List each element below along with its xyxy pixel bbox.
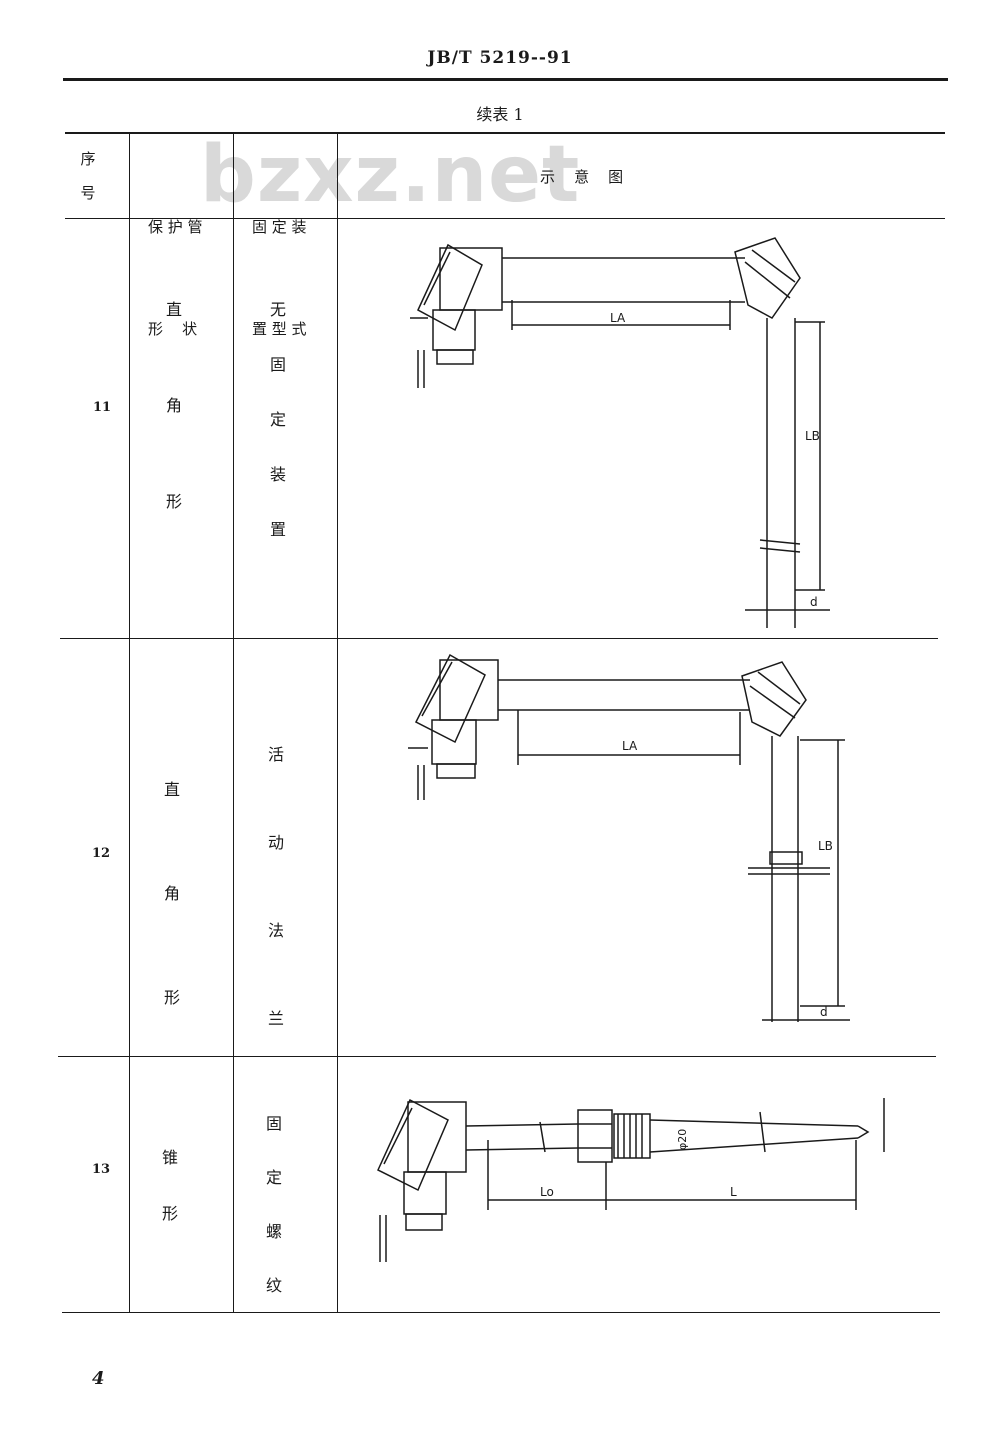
col-header-no-line1: 序	[80, 150, 96, 168]
row-12-shape-char: 形	[163, 988, 180, 1007]
col-header-shape-line1: 保 护 管	[148, 218, 203, 236]
table-top-rule	[65, 132, 945, 134]
row-12-shape: 直 角 形	[152, 776, 192, 1008]
row-13-shape-char: 锥	[161, 1148, 178, 1167]
row-11-shape-char: 形	[165, 492, 182, 511]
standard-number: JB/T 5219--91	[427, 48, 573, 68]
row-12-fix-char: 法	[267, 921, 284, 940]
table-caption: 续表 1	[476, 105, 524, 124]
header-rule	[63, 78, 948, 81]
row-13-label-lo: Lo	[540, 1185, 554, 1199]
row-12-bottom-rule	[58, 1056, 936, 1057]
col-header-shape: 保 护 管 形 状	[148, 142, 203, 380]
col-header-fix: 固 定 装 置 型 式	[252, 142, 307, 380]
col-header-fix-line1: 固 定 装	[252, 218, 307, 236]
row-12-shape-char: 直	[163, 780, 180, 799]
row-11-shape-char: 直	[165, 300, 182, 319]
row-13-fix-char: 固	[265, 1114, 282, 1133]
row-13-fix: 固 定 螺 纹	[254, 1110, 294, 1296]
col-header-no-line2: 号	[80, 184, 96, 202]
row-11-fix-char: 置	[269, 520, 286, 539]
row-13-number: 13	[92, 1162, 111, 1177]
row-11-label-lb: LB	[805, 429, 820, 443]
table-header-rule	[65, 218, 945, 219]
row-12-number: 12	[92, 846, 111, 861]
row-12-fix-char: 活	[267, 745, 284, 764]
row-11-fix-char: 装	[269, 465, 286, 484]
row-11-fix-char: 定	[269, 410, 286, 429]
row-11-bottom-rule	[60, 638, 938, 639]
col-divider-1	[129, 134, 130, 1312]
row-11-shape-char: 角	[165, 396, 182, 415]
row-12-label-la: LA	[622, 739, 638, 753]
col-divider-2	[233, 134, 234, 1312]
row-11-shape: 直 角 形	[154, 296, 194, 512]
table-bottom-rule	[62, 1312, 940, 1313]
row-13-label-phi: φ20	[676, 1129, 689, 1150]
row-11-label-d: d	[810, 595, 818, 609]
row-12-fix-char: 兰	[267, 1009, 284, 1028]
col-header-shape-line2: 形 状	[148, 320, 198, 338]
row-12-label-d: d	[820, 1005, 828, 1019]
col-header-diagram: 示 意 图	[540, 168, 624, 186]
row-13-fix-char: 定	[265, 1168, 282, 1187]
col-header-no: 序 号	[78, 142, 98, 210]
row-11-fix: 无 固 定 装 置	[258, 296, 298, 540]
row-11-fix-char: 无	[269, 300, 286, 319]
watermark: bzxz.net	[200, 130, 581, 220]
row-12-fix-char: 动	[267, 833, 284, 852]
row-11-number: 11	[93, 400, 112, 415]
row-11-label-la: LA	[610, 311, 626, 325]
row-12-shape-char: 角	[163, 884, 180, 903]
row-13-fix-char: 纹	[265, 1276, 282, 1295]
row-13-label-l: L	[730, 1185, 737, 1199]
col-header-fix-line2: 置 型 式	[252, 320, 307, 338]
row-12-label-lb: LB	[818, 839, 833, 853]
row-11-fix-char: 固	[269, 355, 286, 374]
row-13-fix-char: 螺	[265, 1222, 282, 1241]
row-13-shape-char: 形	[161, 1204, 178, 1223]
row-12-fix: 活 动 法 兰	[256, 741, 296, 1029]
col-divider-3	[337, 134, 338, 1312]
row-13-shape: 锥 形	[150, 1144, 190, 1224]
page-number: 4	[92, 1368, 105, 1389]
